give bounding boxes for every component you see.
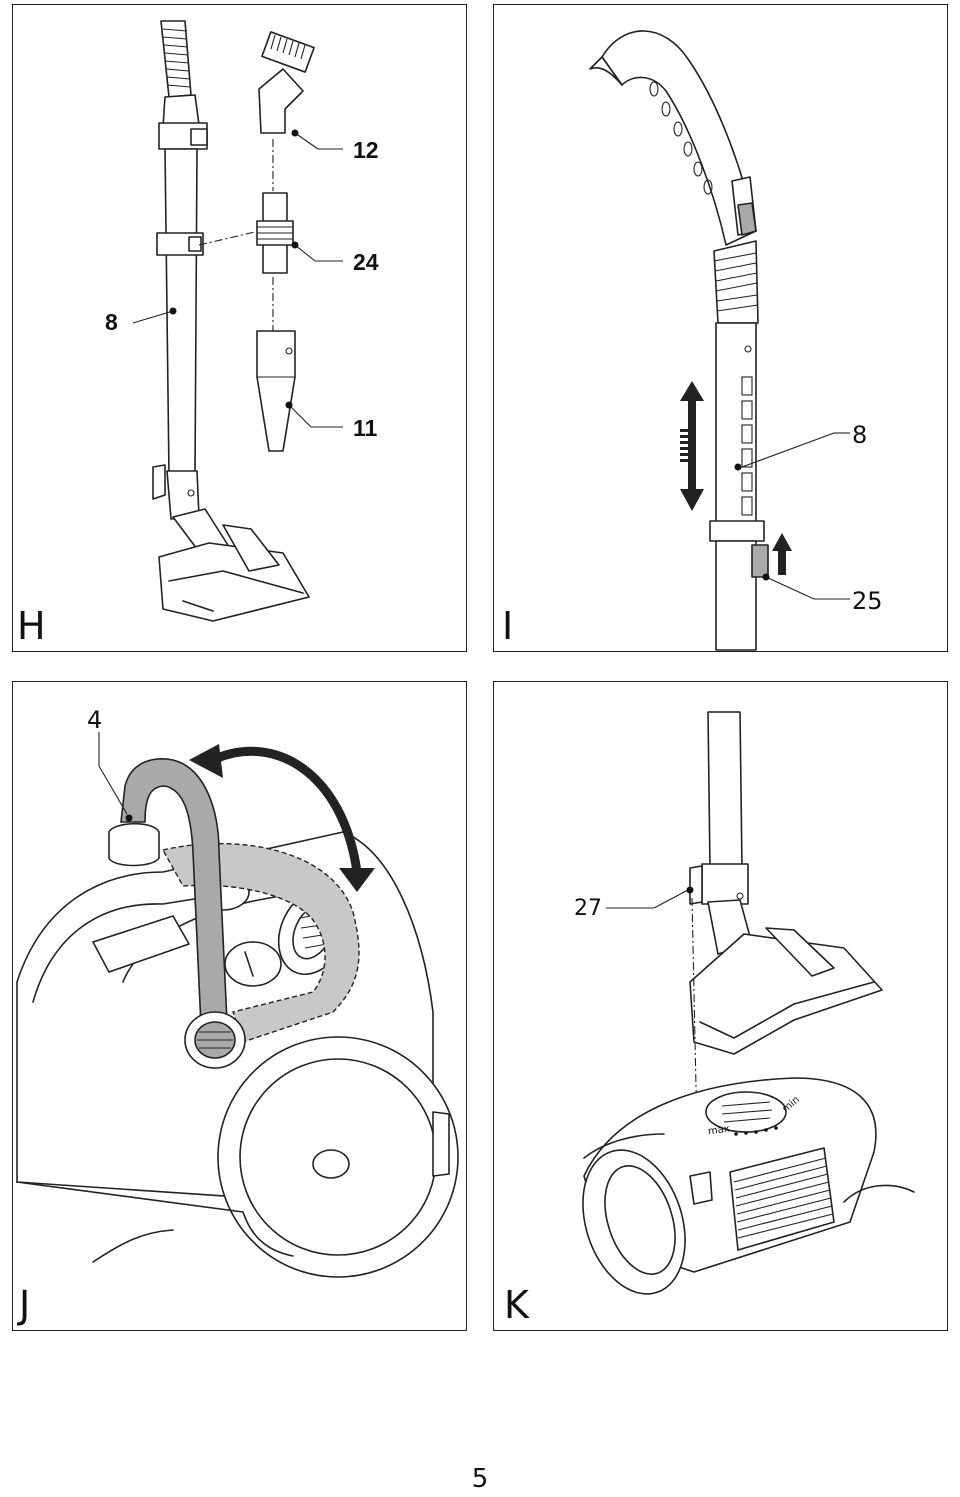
callout-27: 27 [574,896,602,921]
callout-4: 4 [87,706,103,734]
nozzle-parking-illustration [582,711,915,1295]
panel-letter-h: H [17,604,46,648]
callout-11: 11 [353,415,378,441]
page-number: 5 [471,1464,489,1494]
panel-letter-i: I [502,604,514,648]
figure-panel-i: 8 25 I [493,4,948,652]
callout-8: 8 [105,309,118,335]
figure-panel-k: max min 27 K [493,681,948,1331]
figure-panel-j: 4 J [12,681,467,1331]
hose-swivel-illustration [16,732,459,1278]
callout-25: 25 [852,587,883,615]
panel-letter-j: J [19,1283,31,1327]
callout-12: 12 [353,137,379,163]
callout-24: 24 [353,249,379,275]
figure-panel-h: 12 24 8 11 H [12,4,467,652]
telescopic-tube-adjust-illustration [589,30,850,651]
callout-8: 8 [852,421,868,449]
panel-letter-k: K [504,1283,529,1327]
tube-and-nozzles-illustration [132,20,343,622]
